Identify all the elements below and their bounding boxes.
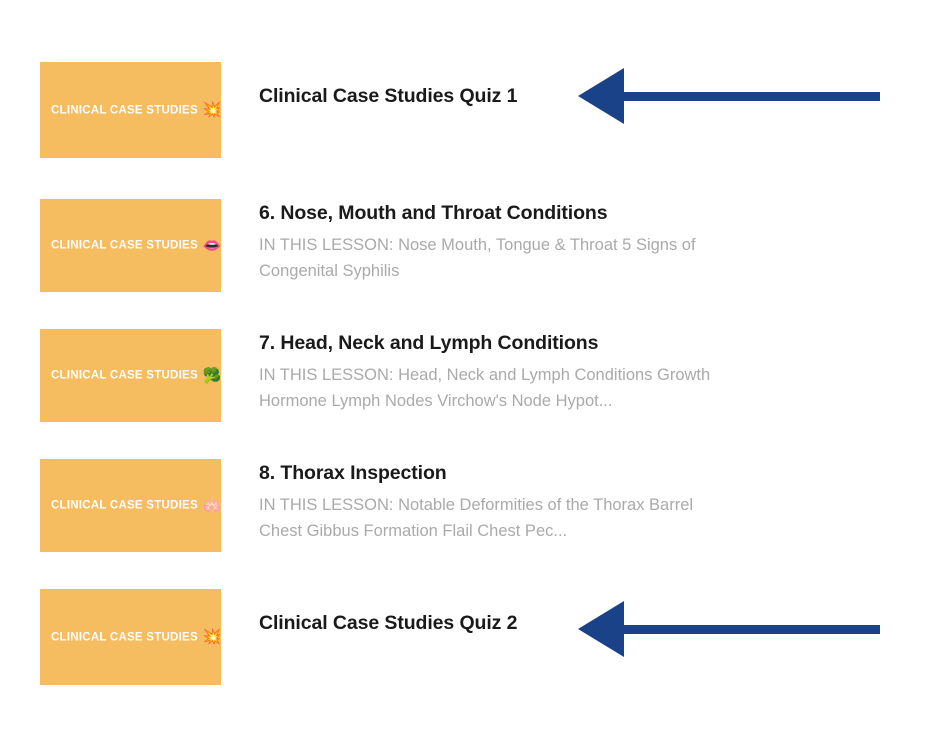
lesson-text-block: 7. Head, Neck and Lymph Conditions IN TH…	[259, 329, 714, 414]
quiz-burst-icon: 💥	[202, 628, 221, 646]
quiz-burst-icon: 💥	[202, 101, 221, 119]
lesson-description: IN THIS LESSON: Notable Deformities of t…	[259, 496, 694, 540]
lesson-thumbnail[interactable]: CLINICAL CASE STUDIES 💥	[40, 62, 221, 158]
lesson-title[interactable]: 8. Thorax Inspection	[259, 462, 447, 484]
thumbnail-label: CLINICAL CASE STUDIES	[51, 631, 198, 643]
list-item[interactable]: CLINICAL CASE STUDIES 🥦 7. Head, Neck an…	[0, 329, 945, 422]
head-neck-icon: 🥦	[202, 367, 221, 384]
arrow-shaft	[623, 91, 880, 101]
mouth-icon: 👄	[202, 237, 221, 254]
lesson-title[interactable]: 6. Nose, Mouth and Throat Conditions	[259, 202, 608, 224]
lesson-text-block: Clinical Case Studies Quiz 1	[259, 62, 517, 109]
arrow-shaft	[623, 624, 880, 634]
thumbnail-content: CLINICAL CASE STUDIES 👄	[51, 238, 221, 253]
lesson-list: CLINICAL CASE STUDIES 💥 Clinical Case St…	[0, 62, 945, 685]
thumbnail-label: CLINICAL CASE STUDIES	[51, 104, 198, 116]
lesson-thumbnail[interactable]: CLINICAL CASE STUDIES 💥	[40, 589, 221, 685]
lesson-description: IN THIS LESSON: Head, Neck and Lymph Con…	[259, 366, 711, 410]
lesson-title[interactable]: 7. Head, Neck and Lymph Conditions	[259, 332, 599, 354]
lesson-text-block: Clinical Case Studies Quiz 2	[259, 589, 517, 636]
list-item[interactable]: CLINICAL CASE STUDIES 🫁 8. Thorax Inspec…	[0, 459, 945, 552]
thumbnail-content: CLINICAL CASE STUDIES 🥦	[51, 368, 221, 383]
arrow-head-icon	[578, 601, 624, 657]
list-item[interactable]: CLINICAL CASE STUDIES 💥 Clinical Case St…	[0, 62, 945, 158]
lungs-icon: 🫁	[202, 497, 221, 514]
lesson-title[interactable]: Clinical Case Studies Quiz 2	[259, 612, 518, 634]
lesson-text-block: 6. Nose, Mouth and Throat Conditions IN …	[259, 199, 714, 284]
list-item[interactable]: CLINICAL CASE STUDIES 👄 6. Nose, Mouth a…	[0, 199, 945, 292]
thumbnail-label: CLINICAL CASE STUDIES	[51, 369, 198, 382]
lesson-text-block: 8. Thorax Inspection IN THIS LESSON: Not…	[259, 459, 714, 544]
thumbnail-content: CLINICAL CASE STUDIES 🫁	[51, 498, 221, 513]
lesson-description: IN THIS LESSON: Nose Mouth, Tongue & Thr…	[259, 236, 696, 280]
annotation-arrow	[578, 68, 880, 124]
thumbnail-label: CLINICAL CASE STUDIES	[51, 499, 198, 512]
thumbnail-content: CLINICAL CASE STUDIES 💥	[51, 103, 221, 118]
arrow-head-icon	[578, 68, 624, 124]
lesson-title[interactable]: Clinical Case Studies Quiz 1	[259, 85, 518, 107]
annotation-arrow	[578, 601, 880, 657]
lesson-thumbnail[interactable]: CLINICAL CASE STUDIES 👄	[40, 199, 221, 292]
list-item[interactable]: CLINICAL CASE STUDIES 💥 Clinical Case St…	[0, 589, 945, 685]
lesson-thumbnail[interactable]: CLINICAL CASE STUDIES 🥦	[40, 329, 221, 422]
thumbnail-content: CLINICAL CASE STUDIES 💥	[51, 630, 221, 645]
thumbnail-label: CLINICAL CASE STUDIES	[51, 239, 198, 252]
lesson-thumbnail[interactable]: CLINICAL CASE STUDIES 🫁	[40, 459, 221, 552]
